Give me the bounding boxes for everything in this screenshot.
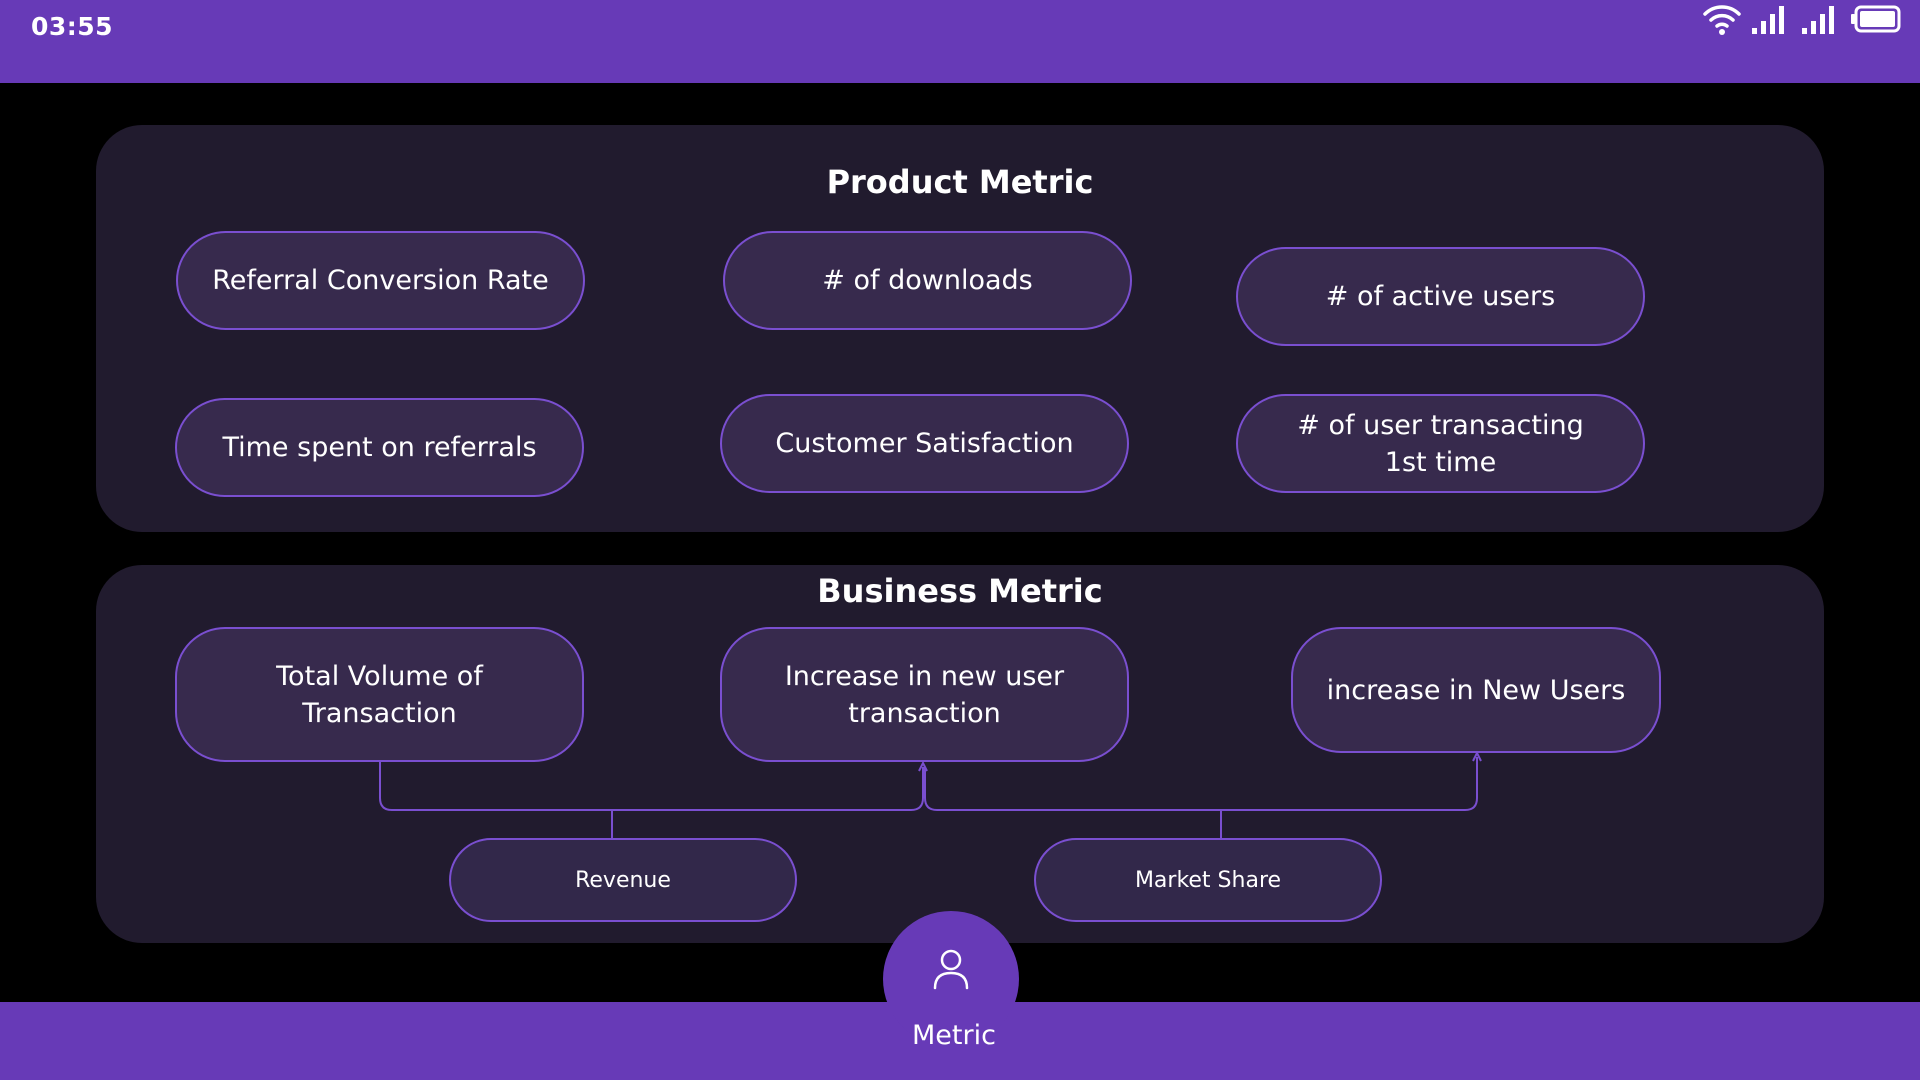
- metric-total-volume-of-transaction[interactable]: Total Volume of Transaction: [175, 627, 584, 762]
- nav-label-metric[interactable]: Metric: [912, 1020, 996, 1051]
- user-icon: [931, 911, 971, 995]
- metric-market-share[interactable]: Market Share: [1034, 838, 1382, 922]
- status-bar: 03:55: [0, 0, 1920, 83]
- product-metric-panel: Product Metric Referral Conversion Rate …: [96, 125, 1824, 532]
- signal-icon: [1750, 2, 1792, 40]
- business-metric-title: Business Metric: [817, 572, 1103, 610]
- metric-downloads[interactable]: # of downloads: [723, 231, 1132, 330]
- metric-revenue[interactable]: Revenue: [449, 838, 797, 922]
- product-metric-title: Product Metric: [826, 163, 1094, 201]
- metric-increase-new-user-transaction[interactable]: Increase in new user transaction: [720, 627, 1129, 762]
- metric-referral-conversion-rate[interactable]: Referral Conversion Rate: [176, 231, 585, 330]
- business-metric-panel: Business Metric Total Volume of Transact…: [96, 565, 1824, 943]
- battery-icon: [1850, 2, 1902, 40]
- wifi-icon: [1702, 2, 1742, 40]
- metric-users-transacting-first-time[interactable]: # of user transacting 1st time: [1236, 394, 1645, 493]
- metric-increase-new-users[interactable]: increase in New Users: [1291, 627, 1661, 753]
- status-icons: [1702, 2, 1902, 38]
- metric-nav-button[interactable]: [883, 911, 1019, 1047]
- signal-icon: [1800, 2, 1842, 40]
- metric-active-users[interactable]: # of active users: [1236, 247, 1645, 346]
- status-time: 03:55: [31, 12, 114, 41]
- metric-time-spent-on-referrals[interactable]: Time spent on referrals: [175, 398, 584, 497]
- metric-customer-satisfaction[interactable]: Customer Satisfaction: [720, 394, 1129, 493]
